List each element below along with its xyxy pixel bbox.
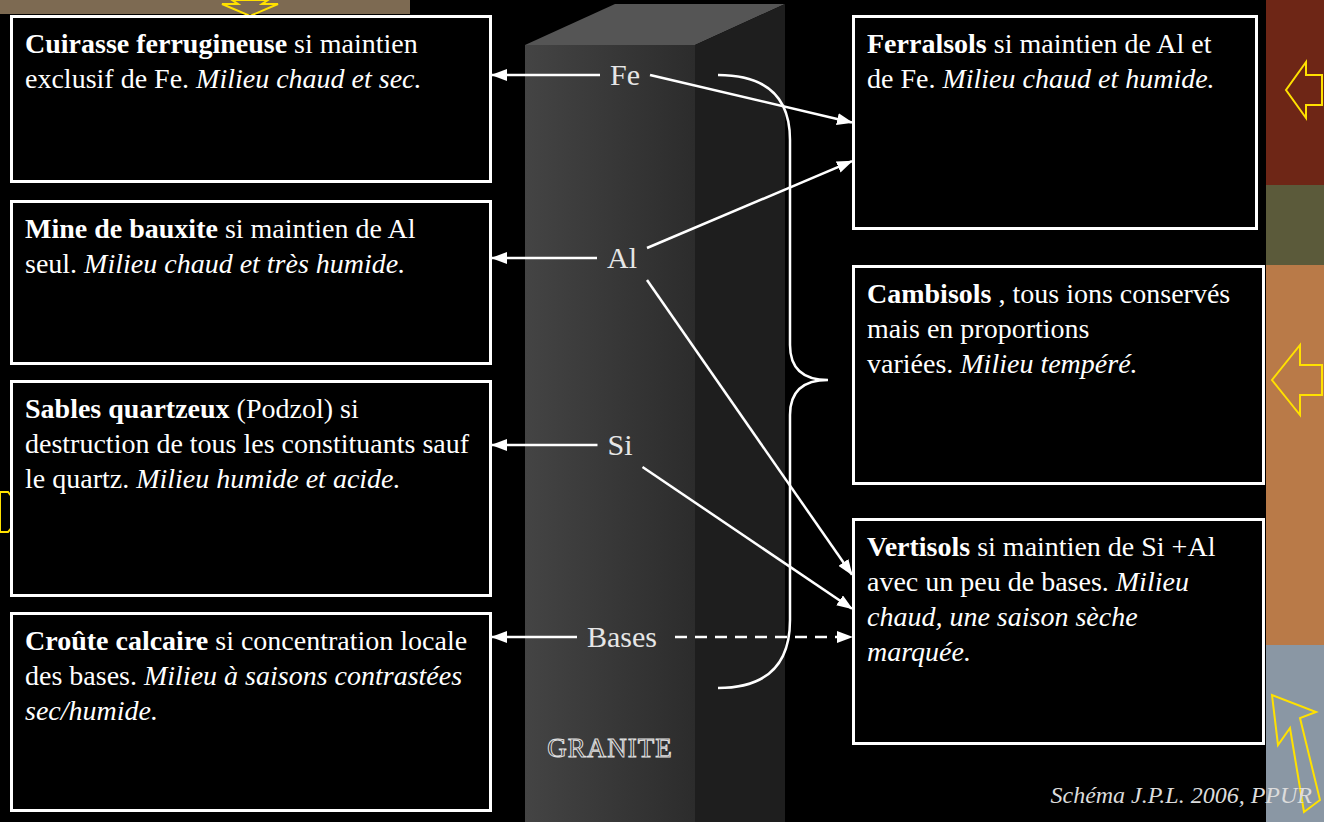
soil-box: Cambisols, tous ions conservés mais en p…	[852, 265, 1265, 485]
granite-front	[525, 45, 695, 822]
result-box: Sables quartzeux(Podzol) si destruction …	[10, 380, 492, 597]
soil-photo	[0, 0, 410, 14]
grouping-brace	[718, 75, 828, 688]
box-heading: Cambisols	[867, 278, 991, 309]
connector-arrow	[647, 161, 852, 248]
granite-column: GRANITE FeAlSiBases	[525, 45, 695, 822]
pointer-arrow	[222, 0, 278, 16]
element-label: Bases	[583, 619, 661, 655]
pointer-arrow	[1286, 62, 1322, 118]
result-box: Croûte calcairesi concentration locale d…	[10, 612, 492, 812]
box-heading: Vertisols	[867, 531, 970, 562]
element-symbol: Fe	[610, 58, 640, 91]
element-symbol: Al	[607, 241, 637, 274]
element-symbol: Bases	[587, 620, 657, 653]
box-heading: Sables quartzeux	[25, 393, 230, 424]
element-label: Al	[603, 240, 641, 276]
connector-arrow	[492, 444, 597, 447]
rock-label: GRANITE	[525, 733, 695, 764]
box-heading: Ferralsols	[867, 28, 987, 59]
soil-box: Vertisolssi maintien de Si +Al avec un p…	[852, 518, 1265, 745]
result-box: Mine de bauxitesi maintien de Al seul.Mi…	[10, 200, 492, 365]
soil-photo	[1266, 265, 1324, 645]
soil-photo	[1266, 0, 1324, 185]
connector-arrow	[647, 280, 852, 575]
figure-caption: Schéma J.P.L. 2006, PPUR	[1050, 780, 1312, 810]
connector-arrow	[650, 75, 852, 123]
climate-note: Milieu chaud et humide.	[942, 63, 1214, 94]
soil-box: Ferralsolssi maintien de Al et de Fe.Mil…	[852, 15, 1258, 230]
box-heading: Croûte calcaire	[25, 625, 208, 656]
connector-arrow	[492, 257, 597, 260]
box-heading: Mine de bauxite	[25, 213, 218, 244]
connector-arrow	[643, 467, 852, 609]
climate-note: Milieu humide et acide.	[136, 463, 400, 494]
connector-arrow	[492, 636, 577, 639]
connector-arrow	[492, 74, 600, 77]
climate-note: Milieu chaud et sec.	[196, 63, 421, 94]
element-label: Fe	[606, 57, 644, 93]
element-label: Si	[603, 427, 636, 463]
element-symbol: Si	[607, 428, 632, 461]
box-heading: Cuirasse ferrugineuse	[25, 28, 287, 59]
climate-note: Milieu chaud et très humide.	[84, 248, 405, 279]
pointer-arrow	[1272, 345, 1322, 415]
result-box: Cuirasse ferrugineusesi maintien exclusi…	[10, 15, 492, 183]
connector-arrow	[675, 636, 852, 639]
climate-note: Milieu tempéré.	[960, 348, 1137, 379]
soil-photo	[1266, 185, 1324, 265]
